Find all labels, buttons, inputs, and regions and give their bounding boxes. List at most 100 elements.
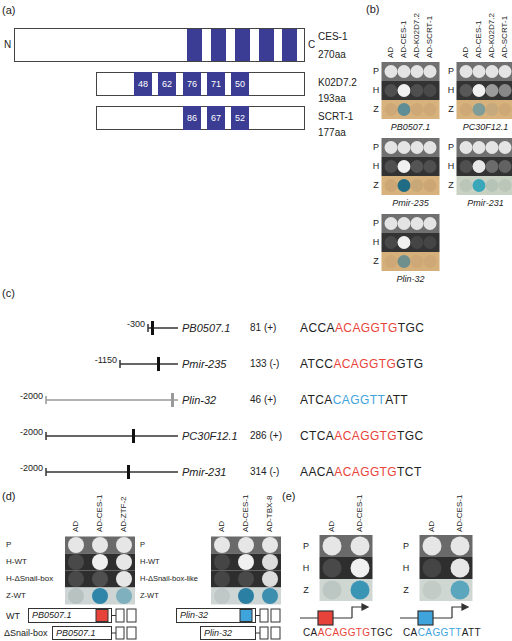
promoter-name: Plin-32 bbox=[182, 394, 216, 407]
yeast-spot bbox=[398, 160, 411, 173]
position-label: -1150 bbox=[95, 355, 117, 366]
yeast-spot bbox=[351, 559, 370, 578]
exon-box bbox=[271, 609, 280, 622]
yeast-spot bbox=[486, 141, 499, 154]
protein-label: 177aa bbox=[318, 127, 346, 139]
column-label: AD-SCRT-1 bbox=[425, 16, 435, 58]
yeast-spot bbox=[424, 217, 437, 230]
construct-label: ΔSnail-box bbox=[4, 628, 48, 639]
plate-row bbox=[320, 535, 373, 557]
promoter-name: Pmir-231 bbox=[467, 198, 503, 209]
panel-letter: (a) bbox=[2, 4, 15, 17]
plate-row bbox=[382, 62, 440, 81]
zinc-finger-box: 50 bbox=[231, 72, 249, 96]
zinc-finger-box: 67 bbox=[207, 106, 225, 130]
promoter-name: PB0507.1 bbox=[182, 322, 230, 335]
yeast-spot bbox=[499, 65, 512, 78]
snail-box-like-mark bbox=[418, 611, 433, 625]
yeast-spot bbox=[92, 588, 108, 604]
yeast-spot bbox=[486, 179, 499, 192]
yeast-spot bbox=[351, 581, 370, 600]
column-label: AD-CES-1 bbox=[355, 495, 365, 532]
row-label: P bbox=[448, 66, 454, 77]
yeast-spot bbox=[451, 537, 470, 556]
plate-row bbox=[211, 588, 281, 605]
yeast-spot bbox=[262, 571, 278, 587]
yeast-spot bbox=[460, 84, 473, 97]
column-label: AD-SCRT-1 bbox=[500, 16, 510, 58]
yeast-spot bbox=[68, 537, 84, 553]
row-label: P bbox=[140, 540, 145, 550]
arrow-head bbox=[362, 604, 368, 610]
row-label: H bbox=[403, 563, 410, 574]
terminus-label: C bbox=[308, 39, 315, 51]
identity-value: 52 bbox=[231, 106, 249, 130]
tss-arrow bbox=[352, 607, 362, 618]
row-label: H bbox=[373, 161, 380, 172]
row-label: Z bbox=[303, 585, 309, 596]
yeast-spot bbox=[398, 65, 411, 78]
promoter-box: Plin-32 bbox=[176, 608, 256, 623]
yeast-spot bbox=[411, 141, 424, 154]
identity-value: 86 bbox=[183, 106, 201, 130]
plate-row bbox=[457, 138, 512, 157]
yeast-spot bbox=[424, 65, 437, 78]
sequence-segment: ACCA bbox=[300, 321, 335, 335]
row-label: Z bbox=[448, 104, 454, 115]
row-label: Z bbox=[403, 585, 409, 596]
column-label: AD-CES-1 bbox=[95, 495, 105, 532]
site-mark bbox=[127, 465, 130, 479]
panel-letter: (d) bbox=[2, 490, 15, 503]
yeast-spot bbox=[92, 537, 108, 553]
promoter-name: PC30F12.1 bbox=[182, 430, 238, 443]
protein-label: K02D7.2 bbox=[318, 77, 357, 89]
promoter-name: Pmir-231 bbox=[182, 466, 226, 479]
protein-bar: SCRT-1177aa866752 bbox=[96, 106, 305, 130]
yeast-spot bbox=[473, 103, 486, 116]
promoter-box: PB0507.1 bbox=[52, 626, 112, 640]
yeast-spot bbox=[411, 179, 424, 192]
yeast-spot bbox=[92, 554, 108, 570]
promoter-line bbox=[46, 471, 178, 473]
promoter-start-tick bbox=[45, 432, 47, 440]
yeast-spot bbox=[460, 141, 473, 154]
yeast-spot bbox=[424, 236, 437, 249]
yeast-spot bbox=[214, 571, 230, 587]
yeast-spot bbox=[398, 84, 411, 97]
sequence-line: AACAACAGGTGTCT bbox=[300, 465, 422, 479]
plate-row bbox=[382, 157, 440, 176]
yeast-spot bbox=[214, 537, 230, 553]
yeast-spot bbox=[385, 236, 398, 249]
identity-value: 48 bbox=[134, 72, 152, 96]
identity-value: 50 bbox=[231, 72, 249, 96]
connector-line bbox=[256, 615, 260, 616]
exon-box bbox=[271, 627, 280, 639]
position-label: -300 bbox=[127, 319, 145, 330]
snail-box-mark bbox=[96, 610, 108, 622]
yeast-spot bbox=[473, 179, 486, 192]
column-label: AD bbox=[427, 521, 437, 532]
promoter-line bbox=[120, 363, 178, 365]
yeast-spot bbox=[486, 160, 499, 173]
promoter-start-tick bbox=[45, 468, 47, 476]
row-label: P bbox=[303, 541, 309, 552]
promoter-start-tick bbox=[119, 360, 121, 368]
plate-row bbox=[382, 252, 440, 271]
arrow-head bbox=[462, 604, 468, 610]
zinc-finger-box bbox=[259, 29, 274, 61]
row-label: Z bbox=[373, 104, 379, 115]
row-label: P bbox=[403, 541, 409, 552]
yeast-spot bbox=[411, 160, 424, 173]
yeast-spot bbox=[385, 65, 398, 78]
yeast-spot bbox=[460, 179, 473, 192]
column-label: AD bbox=[71, 521, 81, 532]
yeast-spot bbox=[262, 537, 278, 553]
promoter-start-tick bbox=[147, 324, 149, 332]
row-label: H bbox=[303, 563, 310, 574]
yeast-spot bbox=[398, 103, 411, 116]
position-label: -2000 bbox=[20, 391, 43, 402]
sequence-segment: CAGGTT bbox=[333, 393, 385, 407]
plate-row bbox=[382, 176, 440, 195]
plate-row bbox=[211, 537, 281, 554]
